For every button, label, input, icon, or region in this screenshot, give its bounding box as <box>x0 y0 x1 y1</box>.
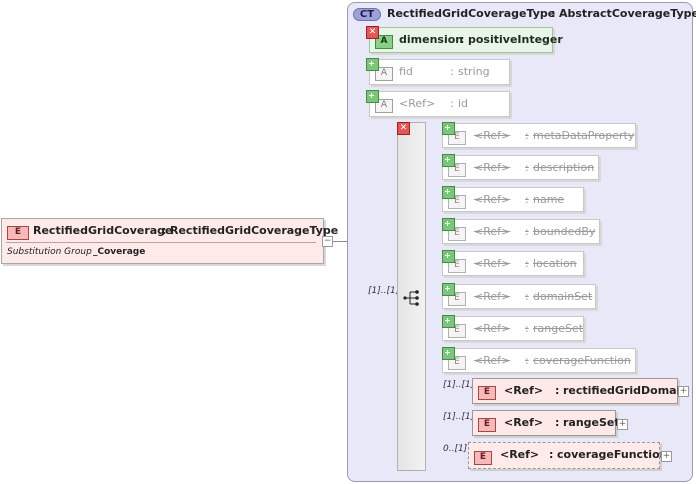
element-ref: <Ref> <box>474 129 511 142</box>
expand-toggle[interactable]: + <box>678 386 689 397</box>
element-ref: <Ref> <box>474 193 511 206</box>
element-name: rangeSet <box>563 416 620 429</box>
substitution-group-value: _Coverage <box>93 247 146 257</box>
prohibited-icon: ✕ <box>366 26 379 39</box>
inherited-plus-icon <box>442 250 455 263</box>
separator: : <box>549 448 554 461</box>
attribute-id[interactable]: A <Ref> : id <box>369 91 510 117</box>
prohibited-icon: ✕ <box>397 122 410 135</box>
element-ref: <Ref> <box>474 161 511 174</box>
root-element-name: RectifiedGridCoverage <box>33 224 173 237</box>
element-boundedby[interactable]: E <Ref> : boundedBy <box>442 219 600 244</box>
element-ref: <Ref> <box>500 448 540 461</box>
element-name: description <box>533 161 595 174</box>
element-description[interactable]: E <Ref> : description <box>442 155 599 180</box>
inherited-plus-icon <box>442 186 455 199</box>
sequence-cardinality: [1]..[1] <box>368 286 400 296</box>
element-domainset[interactable]: E <Ref> : domainSet <box>442 284 596 309</box>
complex-type-badge-icon: CT <box>353 8 381 21</box>
element-cardinality: [1]..[1] <box>443 412 475 422</box>
attribute-badge-icon: A <box>375 67 393 81</box>
separator: : <box>525 290 529 303</box>
attribute-name: <Ref> <box>399 97 436 110</box>
element-name: boundedBy <box>533 225 596 238</box>
inherited-plus-icon <box>442 154 455 167</box>
separator: : <box>450 65 454 78</box>
inherited-plus-icon <box>442 347 455 360</box>
attribute-type: id <box>458 97 469 110</box>
element-name: metaDataProperty <box>533 129 635 142</box>
element-name: location <box>533 257 577 270</box>
root-divider <box>6 242 316 243</box>
sequence-icon <box>403 290 419 306</box>
element-cardinality: 0..[1] <box>443 444 468 454</box>
root-element[interactable]: E RectifiedGridCoverage : RectifiedGridC… <box>1 218 338 264</box>
complex-type-base: AbstractCoverageType <box>559 7 696 20</box>
separator: : <box>555 384 560 397</box>
separator: : <box>450 97 454 110</box>
attribute-name: dimension <box>399 33 464 46</box>
attribute-type: string <box>458 65 490 78</box>
attribute-badge-icon: A <box>375 99 393 113</box>
sequence-compositor[interactable] <box>397 122 426 471</box>
element-badge-icon: E <box>478 386 496 400</box>
element-badge-icon: E <box>478 418 496 432</box>
element-rectifiedgriddomain[interactable]: E <Ref> : rectifiedGridDomain <box>472 378 688 404</box>
separator: : <box>525 354 529 367</box>
separator: : <box>555 416 560 429</box>
separator: : <box>525 322 529 335</box>
element-name: domainSet <box>533 290 593 303</box>
element-metadataproperty[interactable]: E <Ref> : metaDataProperty <box>442 123 636 148</box>
element-name: name <box>533 193 565 206</box>
separator: : <box>525 193 529 206</box>
inherited-plus-icon <box>366 90 379 103</box>
element-name: coverageFunction <box>533 354 631 367</box>
separator: : <box>525 129 529 142</box>
element-cardinality: [1]..[1] <box>443 380 475 390</box>
inherited-plus-icon <box>442 283 455 296</box>
element-ref: <Ref> <box>474 290 511 303</box>
separator: : <box>525 257 529 270</box>
element-rangeset[interactable]: E <Ref> : rangeSet <box>472 410 620 436</box>
inherited-plus-icon <box>366 58 379 71</box>
element-coveragefunction[interactable]: E <Ref> : coverageFunction <box>468 442 667 469</box>
expand-toggle[interactable]: + <box>661 451 672 462</box>
substitution-group-label: Substitution Group <box>7 247 92 257</box>
inherited-plus-icon <box>442 218 455 231</box>
separator: : <box>460 33 465 46</box>
element-coveragefunction-inherited[interactable]: E <Ref> : coverageFunction <box>442 348 636 373</box>
element-badge-icon: E <box>474 451 492 465</box>
element-name: coverageFunction <box>557 448 668 461</box>
root-element-type: RectifiedGridCoverageType <box>170 224 339 237</box>
connector-root-to-ct <box>324 241 358 242</box>
separator: : <box>525 225 529 238</box>
collapse-toggle[interactable]: − <box>322 236 333 247</box>
attribute-fid[interactable]: A fid : string <box>369 59 510 85</box>
element-ref: <Ref> <box>474 257 511 270</box>
attribute-dimension[interactable]: A dimension : positiveInteger <box>369 27 563 53</box>
element-ref: <Ref> <box>474 354 511 367</box>
element-location[interactable]: E <Ref> : location <box>442 251 584 276</box>
attribute-type: positiveInteger <box>468 33 563 46</box>
element-rangeset-inherited[interactable]: E <Ref> : rangeSet <box>442 316 584 341</box>
element-badge-icon: E <box>7 226 29 240</box>
expand-toggle[interactable]: + <box>617 419 628 430</box>
complex-type-name: RectifiedGridCoverageType <box>387 7 556 20</box>
element-ref: <Ref> <box>504 416 544 429</box>
separator: : <box>551 7 556 20</box>
element-ref: <Ref> <box>474 225 511 238</box>
element-ref: <Ref> <box>504 384 544 397</box>
element-ref: <Ref> <box>474 322 511 335</box>
element-name: rangeSet <box>533 322 584 335</box>
attribute-badge-icon: A <box>375 35 393 49</box>
inherited-plus-icon <box>442 122 455 135</box>
element-name: rectifiedGridDomain <box>563 384 689 397</box>
inherited-plus-icon <box>442 315 455 328</box>
separator: : <box>162 224 167 237</box>
element-name[interactable]: E <Ref> : name <box>442 187 584 212</box>
attribute-name: fid <box>399 65 413 78</box>
separator: : <box>525 161 529 174</box>
